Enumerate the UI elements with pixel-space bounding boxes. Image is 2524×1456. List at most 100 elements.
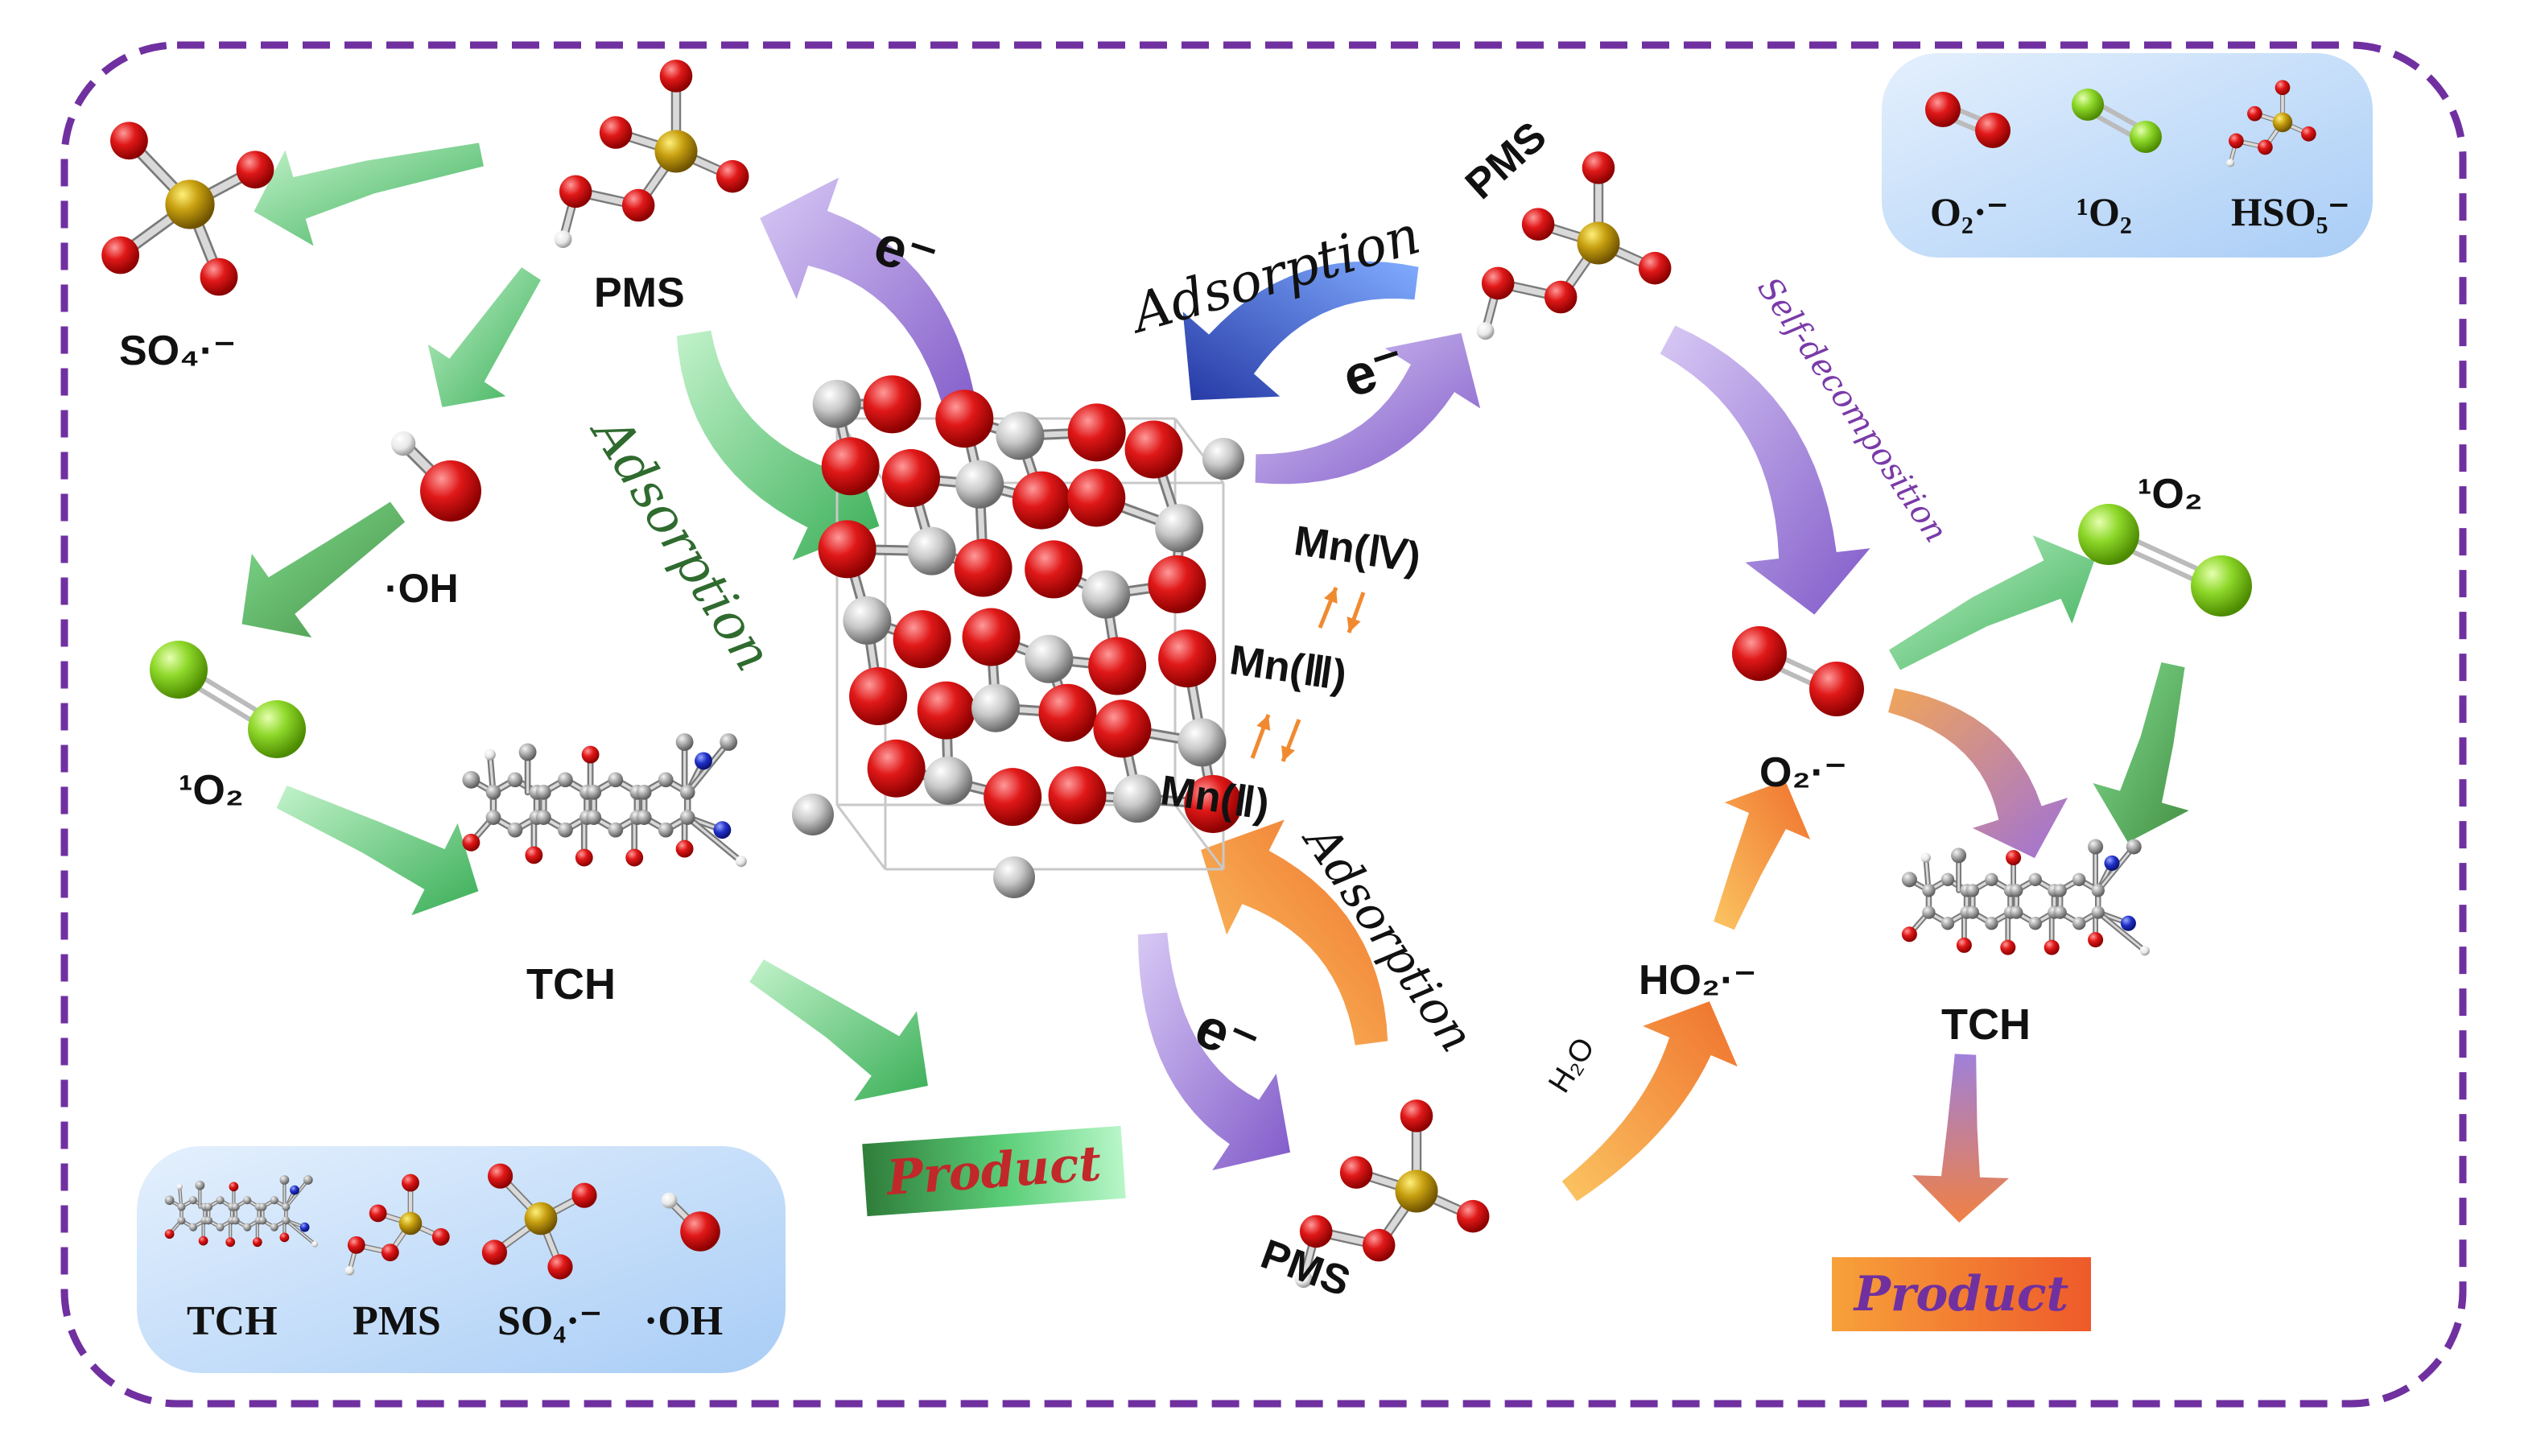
atom [2088, 839, 2103, 854]
atom [676, 840, 694, 858]
atom [2053, 905, 2066, 918]
mn-down-arrow-1 [1347, 592, 1363, 633]
atom [2006, 850, 2021, 865]
legend-bottom-tch-label: TCH [187, 1301, 278, 1343]
atom [1966, 884, 1979, 897]
atom [243, 1196, 251, 1204]
atom [177, 1203, 185, 1211]
atom [1088, 637, 1146, 695]
atom [571, 1183, 596, 1208]
legend-bottom-pms-label: PMS [353, 1301, 441, 1343]
atom [2126, 839, 2142, 854]
atom [713, 821, 731, 839]
atom [189, 1223, 197, 1231]
product-box-right: Product [1832, 1257, 2091, 1331]
atom [1067, 469, 1125, 527]
atom [680, 785, 695, 800]
atom [2053, 884, 2066, 897]
atom [660, 60, 693, 93]
atom [1922, 905, 1935, 918]
atom [935, 390, 993, 448]
atom [486, 810, 501, 825]
atom [1125, 420, 1183, 478]
atom [918, 682, 975, 740]
mn-up-arrow-1 [1320, 588, 1338, 628]
atom [1975, 113, 2011, 148]
atom [2000, 940, 2015, 955]
atom [1577, 221, 1619, 264]
atom [150, 641, 208, 699]
arrow-o2-to-tch [1888, 688, 2068, 858]
atom [555, 230, 572, 248]
arrow-oh-to-singlet-shape [242, 502, 406, 638]
legend-top-o2-radical-label: O₂·⁻ [1930, 192, 2008, 232]
atom [1025, 540, 1083, 598]
singlet-oxygen-left [150, 641, 306, 758]
atom [200, 258, 238, 296]
product-label-left: Product [885, 1136, 1103, 1206]
atom [1363, 1229, 1396, 1262]
pms-label-top-left: PMS [594, 272, 685, 314]
atom [485, 749, 496, 761]
atom [695, 752, 712, 769]
arrow-pms-to-oh [428, 267, 541, 407]
atom [1158, 629, 1216, 687]
atom [582, 746, 600, 764]
atom [819, 520, 876, 578]
atom [2029, 873, 2042, 886]
atom [270, 1196, 278, 1204]
atom [2072, 89, 2104, 121]
atom [243, 1223, 251, 1231]
atom [716, 160, 749, 193]
atom [217, 1196, 225, 1204]
atom [2247, 106, 2262, 122]
atom [1985, 917, 1998, 930]
atom [1522, 208, 1555, 241]
atom [868, 740, 926, 798]
atom [2258, 140, 2273, 155]
atom [1922, 884, 1935, 897]
arrow-tch-to-product-left-shape [749, 959, 928, 1101]
atom [462, 771, 480, 789]
atom [955, 539, 1012, 597]
atom [2044, 940, 2060, 955]
atom [1113, 774, 1161, 823]
atom [1902, 872, 1917, 887]
arrow-electron-top-left [760, 177, 978, 422]
o2-molecule [1732, 626, 1864, 716]
atom [993, 856, 1035, 898]
arrow-pms-to-ho2-shape [1562, 1001, 1738, 1201]
atom [792, 794, 834, 835]
atom [2088, 932, 2103, 947]
atom [165, 1195, 175, 1205]
atom [110, 122, 148, 159]
atom [882, 449, 940, 507]
atom [420, 460, 481, 522]
atom [258, 1216, 266, 1224]
atom [1093, 699, 1151, 757]
atom [525, 846, 542, 864]
atom [2130, 121, 2162, 153]
so4-molecule [101, 122, 274, 295]
atom [2275, 80, 2291, 95]
arrow-o2-to-singlet [1889, 535, 2094, 670]
pms-molecule-top-left [555, 60, 749, 248]
atom [1639, 252, 1672, 285]
legend-bottom-oh-label: ·OH [644, 1301, 723, 1343]
atom [625, 849, 643, 867]
atom [2301, 126, 2316, 142]
atom [1177, 718, 1226, 766]
atom [2229, 134, 2244, 149]
atom [996, 411, 1044, 460]
arrow-pms-to-so4-shape [254, 142, 484, 245]
legend-bottom-so4-label: SO₄·⁻ [497, 1301, 602, 1343]
atom [196, 1181, 205, 1190]
singlet-oxygen-label-right: ¹O₂ [2138, 473, 2203, 515]
mn-oxide-crystal [792, 375, 1244, 898]
atom [303, 1175, 313, 1185]
atom [600, 116, 633, 149]
atom [253, 1237, 262, 1247]
atom [432, 1228, 450, 1246]
ho2-radical-label: HO₂·⁻ [1639, 959, 1756, 1001]
